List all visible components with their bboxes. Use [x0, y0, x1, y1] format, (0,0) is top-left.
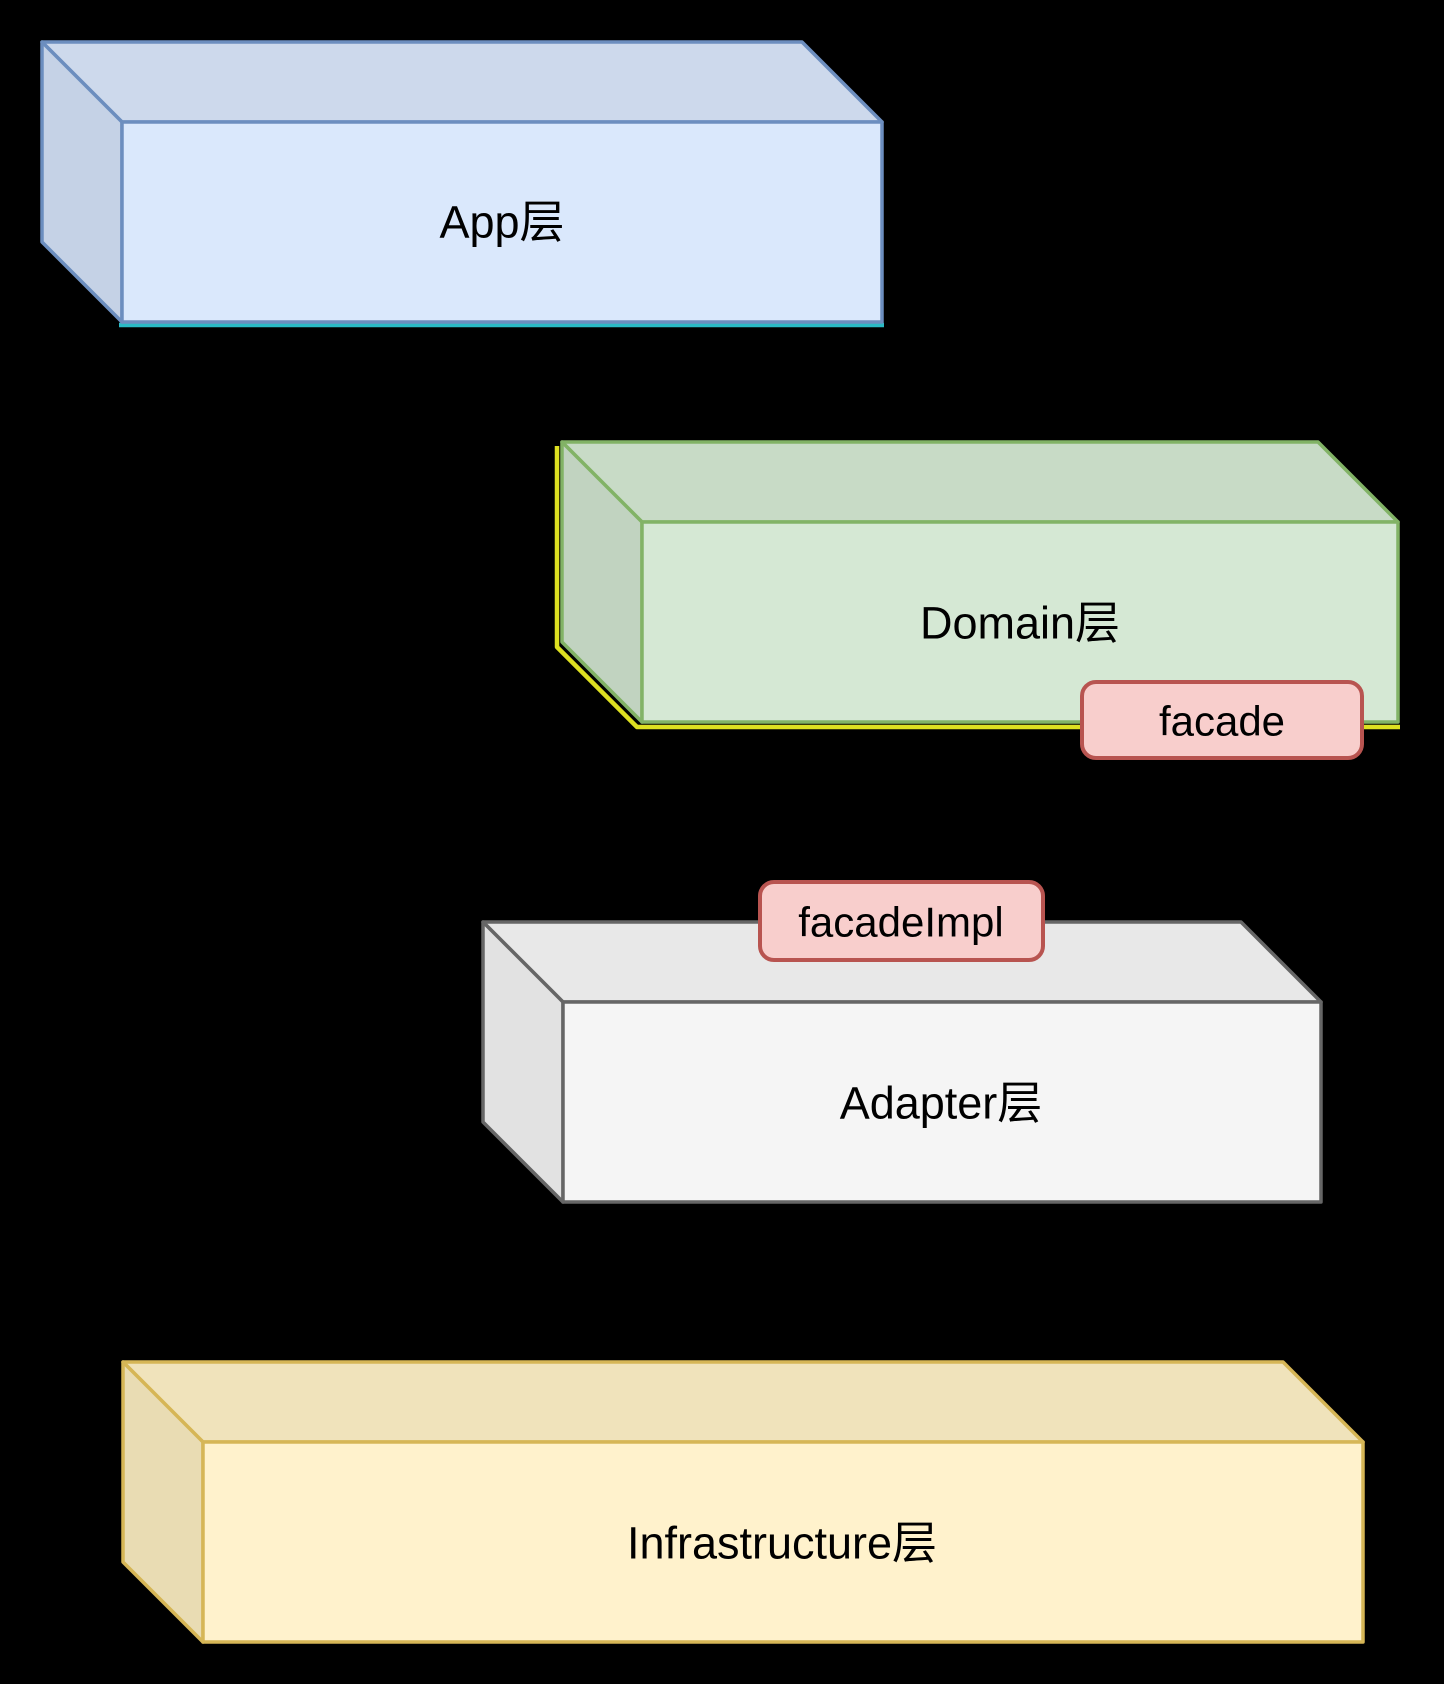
facade-impl-badge-box: [758, 880, 1045, 962]
infrastructure-layer-label: Infrastructure层: [627, 1518, 937, 1569]
layer-cube-adapter: Adapter层: [481, 920, 1323, 1204]
app-cube-top-face: [40, 40, 884, 124]
domain-yellow-accent-line: [554, 446, 1400, 730]
domain-layer-label: Domain层: [920, 598, 1120, 649]
domain-cube-top-face: [560, 440, 1400, 524]
badge-facade-impl: facadeImpl: [758, 880, 1045, 962]
layer-cube-infrastructure: Infrastructure层: [121, 1360, 1365, 1644]
layer-cube-app: App层: [40, 40, 884, 328]
layer-cube-domain: Domain层: [554, 440, 1400, 730]
facade-impl-badge-label: facadeImpl: [798, 899, 1003, 946]
badge-facade: facade: [1080, 680, 1364, 760]
domain-cube-front-face: [640, 520, 1400, 724]
app-layer-label: App层: [439, 197, 564, 248]
app-cube-front-face: [120, 120, 884, 324]
infrastructure-cube-front-face: [201, 1440, 1365, 1644]
adapter-layer-label: Adapter层: [840, 1078, 1043, 1129]
adapter-cube-front-face: [561, 1000, 1323, 1204]
facade-badge-box: [1080, 680, 1364, 760]
facade-badge-label: facade: [1159, 698, 1285, 745]
infrastructure-cube-top-face: [121, 1360, 1365, 1444]
